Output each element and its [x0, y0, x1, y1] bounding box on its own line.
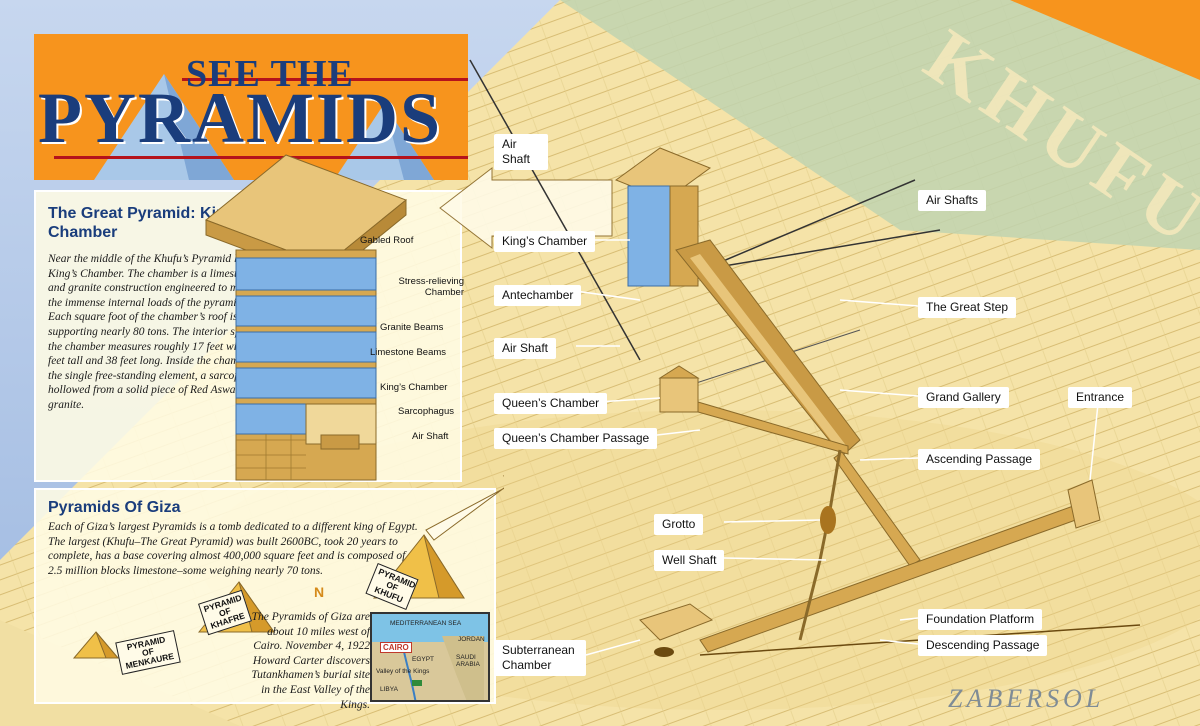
- map-label-valley-kings: Valley of the Kings: [376, 668, 430, 675]
- label-grotto: Grotto: [654, 514, 704, 535]
- label-antechamber: Antechamber: [494, 285, 582, 306]
- giza-body: Each of Giza’s largest Pyramids is a tom…: [48, 521, 429, 577]
- banner-rule-bottom: [54, 156, 468, 159]
- granite-layers: [235, 257, 377, 435]
- title-banner: [34, 34, 468, 180]
- artist-signature: ZABERSOL: [948, 684, 1105, 713]
- label-air-shaft-mid: Air Shaft: [494, 338, 557, 359]
- banner-pyramids: [94, 74, 434, 180]
- arrow-up-right: [425, 475, 504, 541]
- label-granite-beams: Granite Beams: [380, 322, 444, 333]
- label-stress-relieving-chamber: Stress-relieving Chamber: [398, 276, 464, 298]
- map-label-sea: MEDITERRANEAN SEA: [390, 620, 462, 627]
- label-great-step: The Great Step: [918, 297, 1017, 318]
- label-limestone-beams: Limestone Beams: [370, 347, 447, 358]
- label-gabled-roof: Gabled Roof: [360, 235, 414, 246]
- label-descending-passage: Descending Passage: [918, 635, 1048, 656]
- egypt-map: MEDITERRANEAN SEA CAIRO JORDAN EGYPT SAU…: [370, 612, 490, 702]
- label-subterranean-chamber: Subterranean Chamber: [494, 640, 586, 676]
- kings-chamber-heading: The Great Pyramid: King’s Chamber: [48, 205, 249, 241]
- map-label-saudi-arabia: SAUDI ARABIA: [456, 654, 480, 668]
- label-well-shaft: Well Shaft: [654, 550, 725, 571]
- map-label-jordan: JORDAN: [458, 636, 485, 643]
- label-kings-chamber-small: King’s Chamber: [380, 382, 448, 393]
- label-foundation-platform: Foundation Platform: [918, 609, 1043, 630]
- banner-rule-top: [182, 78, 468, 81]
- map-label-libya: LIBYA: [380, 686, 398, 693]
- label-sarcophagus: Sarcophagus: [398, 406, 454, 417]
- map-label-egypt: EGYPT: [412, 656, 435, 663]
- label-queens-chamber: Queen’s Chamber: [494, 393, 608, 414]
- label-queens-chamber-passage: Queen’s Chamber Passage: [494, 428, 658, 449]
- giza-panel: Pyramids Of Giza Each of Giza’s largest …: [34, 488, 496, 704]
- title-pyramids: PYRAMIDS: [38, 78, 442, 158]
- label-kings-chamber: King’s Chamber: [494, 231, 596, 252]
- pyramid-shadow-side: [560, 0, 1200, 250]
- label-air-shaft-small: Air Shaft: [412, 431, 449, 442]
- map-label-cairo: CAIRO: [380, 642, 412, 653]
- title-see-the: SEE THE: [186, 53, 354, 95]
- label-entrance: Entrance: [1068, 387, 1133, 408]
- cairo-note: The Pyramids of Giza are about 10 miles …: [251, 611, 370, 711]
- giza-heading: Pyramids Of Giza: [48, 499, 181, 516]
- kings-chamber-body: Near the middle of the Khufu’s Pyramid l…: [48, 253, 269, 411]
- label-air-shaft-top: Air Shaft: [494, 134, 548, 170]
- label-air-shafts: Air Shafts: [918, 190, 987, 211]
- label-grand-gallery: Grand Gallery: [918, 387, 1009, 408]
- label-ascending-passage: Ascending Passage: [918, 449, 1041, 470]
- compass-n: N: [314, 584, 325, 600]
- kings-chamber-cutaway: [205, 154, 407, 481]
